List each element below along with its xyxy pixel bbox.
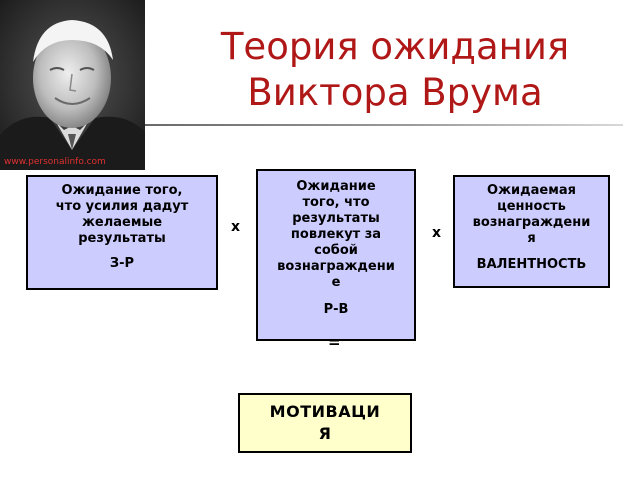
box-2-line-1: Ожидание <box>296 179 376 194</box>
box-1-line-3: желаемые <box>81 215 163 230</box>
box-1-line-2: что усилия дадут <box>55 199 189 214</box>
equals-sign: = <box>328 333 341 351</box>
photo-caption: www.personalinfo.com <box>4 157 106 167</box>
multiply-sign-1: х <box>231 219 241 235</box>
multiply-sign-2: х <box>432 225 442 241</box>
box-2-line-3: результаты <box>292 211 380 226</box>
box-3-code: ВАЛЕНТНОСТЬ <box>476 257 587 272</box>
portrait-photo: www.personalinfo.com <box>0 0 145 170</box>
title-line-1: Теория ожидания <box>220 25 570 68</box>
box-1-code: З-Р <box>109 256 135 271</box>
box-3-line-1: Ожидаемая <box>487 183 576 198</box>
valence-box: Ожидаемая ценность вознаграждени я ВАЛЕН… <box>453 175 610 288</box>
title-divider <box>145 124 623 126</box>
box-2-line-4: повлекут за <box>290 227 382 242</box>
motivation-result-box: МОТИВАЦИ Я <box>238 393 412 453</box>
box-3-line-2: ценность <box>497 199 566 214</box>
box-3-line-3: вознаграждени <box>472 215 591 230</box>
effort-performance-box: Ожидание того, что усилия дадут желаемые… <box>26 175 218 290</box>
result-line-1: МОТИВАЦИ <box>269 402 381 421</box>
performance-reward-box: Ожидание того, что результаты повлекут з… <box>256 169 416 341</box>
box-2-line-7: е <box>331 275 341 290</box>
box-2-code: Р-В <box>323 302 349 317</box>
box-1-line-4: результаты <box>78 231 166 246</box>
box-2-line-2: того, что <box>302 195 370 210</box>
portrait-image <box>0 0 145 170</box>
box-2-line-5: собой <box>314 243 358 258</box>
result-line-2: Я <box>318 424 332 443</box>
box-1-line-1: Ожидание того, <box>61 183 183 198</box>
title-line-2: Виктора Врума <box>247 71 543 114</box>
box-3-line-4: я <box>527 231 536 246</box>
page-title: Теория ожидания Виктора Врума <box>165 24 625 116</box>
box-2-line-6: вознаграждени <box>277 259 395 274</box>
